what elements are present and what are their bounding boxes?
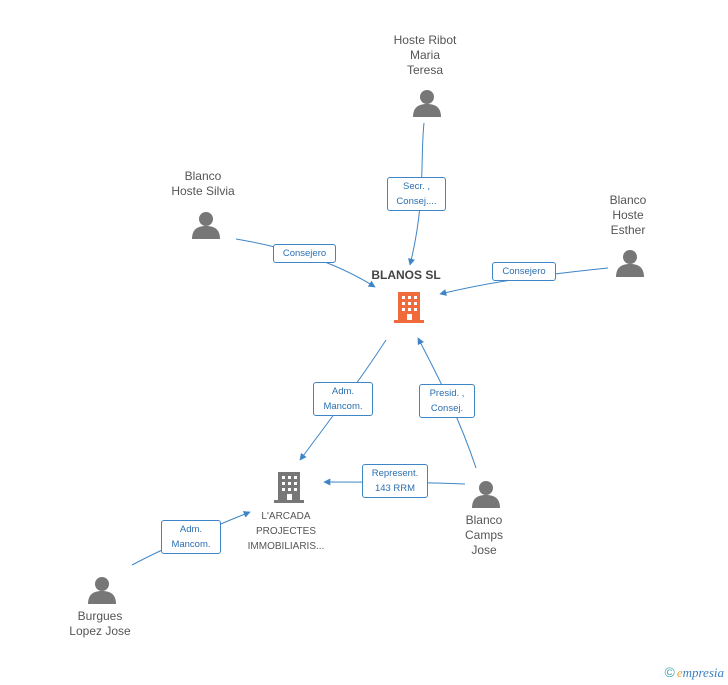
- node-label-burgues[interactable]: Burgues Lopez Jose: [69, 609, 131, 638]
- brand-name: mpresia: [682, 665, 724, 680]
- person-icon[interactable]: [413, 90, 441, 117]
- edge-label-camps-larcada: Represent. 143 RRM: [362, 464, 428, 498]
- building-icon[interactable]: [274, 472, 304, 503]
- person-icon[interactable]: [88, 577, 116, 604]
- brand-watermark: ©empresia: [664, 664, 724, 681]
- node-label-blanos[interactable]: BLANOS SL: [371, 268, 441, 282]
- node-label-hoste-ribot[interactable]: Hoste Ribot Maria Teresa: [393, 33, 457, 77]
- person-icon[interactable]: [472, 481, 500, 508]
- person-icon[interactable]: [616, 250, 644, 277]
- person-icon[interactable]: [192, 212, 220, 239]
- edge-label-esther-main: Consejero: [492, 262, 556, 281]
- node-label-blanco-silvia[interactable]: Blanco Hoste Silvia: [171, 169, 235, 198]
- copyright-icon: ©: [664, 664, 675, 680]
- brand-initial: e: [676, 665, 683, 680]
- edge-label-camps-main: Presid. , Consej.: [419, 384, 475, 418]
- edge-label-ribot-main: Secr. , Consej....: [387, 177, 446, 211]
- node-label-blanco-camps[interactable]: Blanco Camps Jose: [464, 513, 503, 557]
- node-label-larcada[interactable]: L'ARCADA PROJECTES IMMOBILIARIS...: [247, 511, 325, 552]
- edge-label-main-larcada: Adm. Mancom.: [313, 382, 373, 416]
- building-icon[interactable]: [394, 290, 424, 324]
- edge-label-burgues-larcada: Adm. Mancom.: [161, 520, 221, 554]
- edge-label-silvia-main: Consejero: [273, 244, 336, 263]
- node-label-blanco-esther[interactable]: Blanco Hoste Esther: [609, 193, 647, 237]
